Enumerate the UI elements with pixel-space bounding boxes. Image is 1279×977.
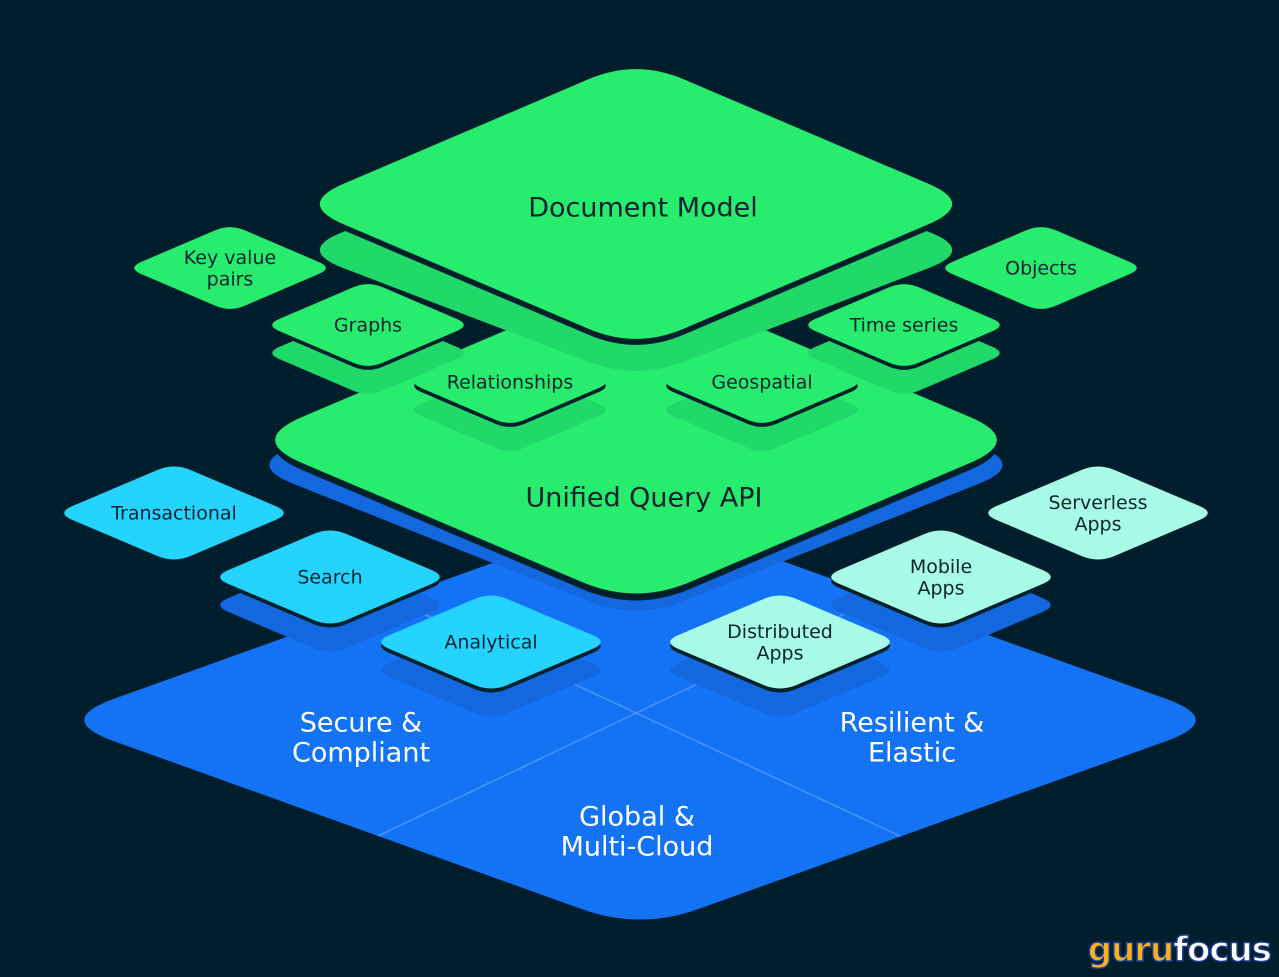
logo-part-focus: focus <box>1173 930 1273 970</box>
app-label-distributed-apps: Apps <box>756 642 803 664</box>
data-model-tile-key-value-pairs <box>134 227 326 309</box>
app-label-distributed-apps: Distributed <box>727 621 833 643</box>
app-label-mobile-apps: Apps <box>917 577 964 599</box>
data-model-label-key-value-pairs: pairs <box>207 268 254 290</box>
workload-label-search: Search <box>297 567 362 589</box>
logo-part-guru: guru <box>1087 930 1175 970</box>
quadrant-label-resilient-elastic: Elastic <box>868 738 956 769</box>
app-label-serverless-apps: Apps <box>1074 513 1121 535</box>
data-model-tile-key-value-pairs-face <box>134 227 326 309</box>
data-model-label-time-series: Time series <box>849 315 959 337</box>
data-model-tile-relationships-face <box>414 341 606 423</box>
app-tile-serverless-apps <box>988 466 1208 560</box>
workload-tile-transactional <box>64 466 284 560</box>
app-tile-mobile-apps-face <box>831 530 1051 624</box>
middle-tiles <box>134 227 1137 451</box>
workload-tile-analytical <box>381 595 601 717</box>
quadrant-label-resilient-elastic: Resilient & <box>840 707 985 738</box>
workload-tile-analytical-face <box>381 595 601 689</box>
quadrant-label-global-multicloud: Global & <box>579 801 695 832</box>
workload-tile-search-face <box>220 530 440 624</box>
data-model-tile-graphs <box>272 284 464 394</box>
data-model-tile-time-series-face <box>808 284 1000 366</box>
workload-label-analytical: Analytical <box>444 632 537 654</box>
data-model-tile-time-series <box>808 284 1000 394</box>
data-model-tile-relationships <box>414 341 606 451</box>
data-model-label-geospatial: Geospatial <box>711 372 812 394</box>
quadrant-label-secure-compliant: Compliant <box>292 738 430 769</box>
labels: Secure &Compliant Resilient &ElasticGloba… <box>110 192 1147 862</box>
app-label-mobile-apps: Mobile <box>910 556 972 578</box>
gurufocus-logo: gurufocus <box>1087 930 1273 970</box>
workload-tile-transactional-face <box>64 466 284 560</box>
middle-layer-label: Unified Query API <box>525 482 762 513</box>
base-tiles <box>64 466 1208 717</box>
data-model-tile-geospatial-face <box>666 341 858 423</box>
data-model-tile-objects <box>945 227 1137 309</box>
workload-tile-search <box>220 530 440 652</box>
data-model-label-key-value-pairs: Key value <box>184 247 276 269</box>
app-label-serverless-apps: Serverless <box>1048 492 1147 514</box>
top-layer-label: Document Model <box>528 192 758 223</box>
app-tile-mobile-apps <box>831 530 1051 652</box>
app-tile-distributed-apps-face <box>670 595 890 689</box>
top-layer <box>319 69 953 345</box>
data-model-tile-geospatial <box>666 341 858 451</box>
quadrant-label-secure-compliant: Secure & <box>300 707 422 738</box>
app-tile-distributed-apps <box>670 595 890 717</box>
quadrant-label-global-multicloud: Multi-Cloud <box>561 832 714 863</box>
data-model-label-graphs: Graphs <box>334 315 402 337</box>
app-tile-serverless-apps-face <box>988 466 1208 560</box>
data-model-tile-objects-face <box>945 227 1137 309</box>
data-model-label-objects: Objects <box>1005 258 1077 280</box>
workload-label-transactional: Transactional <box>110 503 237 525</box>
data-model-tile-graphs-face <box>272 284 464 366</box>
data-model-label-relationships: Relationships <box>447 372 574 394</box>
top-layer-face <box>319 69 953 339</box>
